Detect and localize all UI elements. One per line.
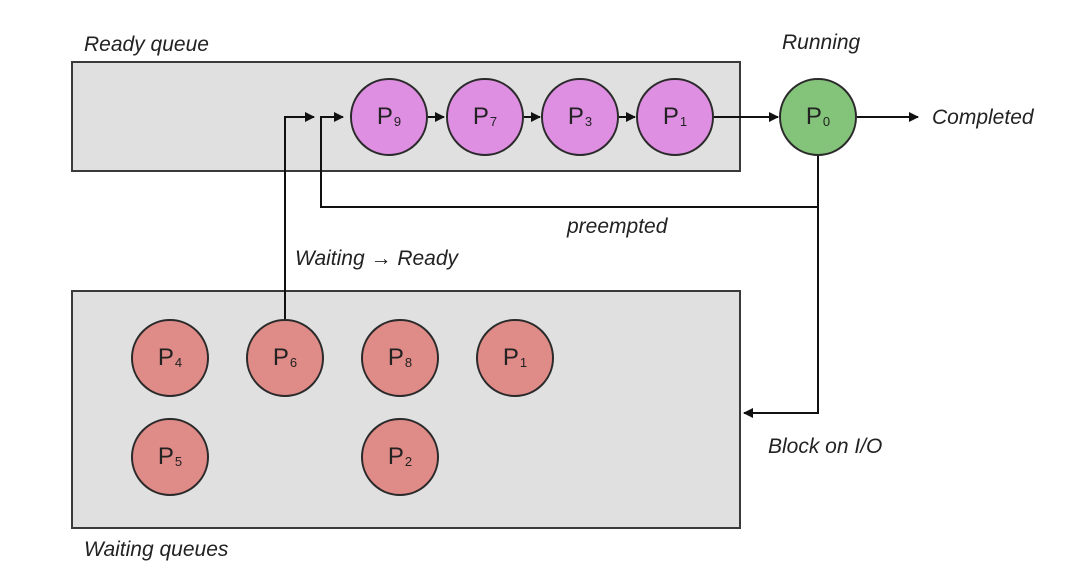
process-letter: P <box>387 443 404 470</box>
preempted-label: preempted <box>567 215 668 238</box>
ready-queue-label: Ready queue <box>84 33 209 56</box>
process-subscript: 6 <box>289 354 298 370</box>
running-label: Running <box>782 31 861 54</box>
arrow-preempted <box>320 112 819 208</box>
process-subscript: 1 <box>519 354 528 370</box>
waiting-queues-label: Waiting queues <box>84 538 229 561</box>
arrow-waiting-to-ready <box>284 112 315 319</box>
process-letter: P <box>567 103 584 130</box>
process-letter: P <box>472 103 489 130</box>
process-letter: P <box>376 103 393 130</box>
process-subscript: 0 <box>822 113 831 129</box>
process-subscript: 5 <box>174 453 183 469</box>
waiting-to-ready-label: Waiting → Ready <box>295 247 459 270</box>
process-subscript: 9 <box>393 113 402 129</box>
process-letter: P <box>272 344 289 371</box>
process-subscript: 2 <box>404 453 413 469</box>
completed-label: Completed <box>932 106 1034 129</box>
process-subscript: 8 <box>404 354 413 370</box>
process-subscript: 7 <box>489 113 498 129</box>
arrow-block-on-io <box>743 207 819 418</box>
process-letter: P <box>662 103 679 130</box>
block-on-io-label: Block on I/O <box>768 435 883 458</box>
process-subscript: 1 <box>679 113 688 129</box>
process-letter: P <box>157 443 174 470</box>
process-letter: P <box>502 344 519 371</box>
process-subscript: 4 <box>174 354 183 370</box>
process-letter: P <box>157 344 174 371</box>
process-subscript: 3 <box>584 113 593 129</box>
process-letter: P <box>387 344 404 371</box>
process-letter: P <box>805 103 822 130</box>
